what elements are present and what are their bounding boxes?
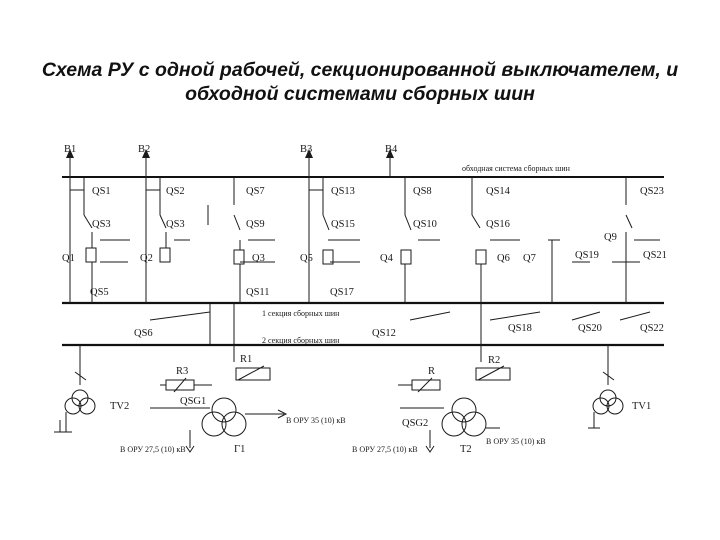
label-qs5: QS5 xyxy=(90,287,109,298)
reactor-r3: R3 xyxy=(160,366,212,393)
label-q5: Q5 xyxy=(300,253,313,264)
label-qs12: QS12 xyxy=(372,328,396,339)
diagram-title: Схема РУ с одной рабочей, секционированн… xyxy=(0,58,720,106)
label-qs14: QS14 xyxy=(486,186,511,197)
label-qs7: QS7 xyxy=(246,186,265,197)
label-tv2: TV2 xyxy=(110,401,129,412)
label-qs9: QS9 xyxy=(246,219,265,230)
label-r1: R1 xyxy=(240,354,252,365)
label-q6: Q6 xyxy=(497,253,510,264)
label-r2: R2 xyxy=(488,355,500,366)
label-q9: Q9 xyxy=(604,232,617,243)
label-qs18: QS18 xyxy=(508,323,532,334)
reactor-r: R xyxy=(398,366,441,393)
label-tv1: TV1 xyxy=(632,401,651,412)
label-t2: Т2 xyxy=(460,444,472,455)
label-qs6: QS6 xyxy=(134,328,153,339)
label-qs17: QS17 xyxy=(330,287,354,298)
label-r3: R3 xyxy=(176,366,188,377)
label-qs3a: QS3 xyxy=(92,219,111,230)
label-q1: Q1 xyxy=(62,253,75,264)
bus-couplers xyxy=(149,303,651,345)
label-qs8: QS8 xyxy=(413,186,432,197)
output-oru35-1: В ОРУ 35 (10) кВ xyxy=(286,416,346,425)
label-qs2: QS2 xyxy=(166,186,185,197)
line-b4: В4 xyxy=(385,144,398,177)
output-oru35-2: В ОРУ 35 (10) кВ xyxy=(486,437,546,446)
bypass-bus-label: обходная система сборных шин xyxy=(462,164,571,173)
label-r: R xyxy=(428,366,435,377)
voltage-transformer-tv1: TV1 xyxy=(588,345,651,429)
bay-g1 xyxy=(233,177,275,345)
label-qs15: QS15 xyxy=(331,219,355,230)
bay-b1 xyxy=(70,177,130,303)
label-qs13: QS13 xyxy=(331,186,355,197)
generator-g1: R1 В ОРУ 35 (10) кВ QSG1 В ОРУ 27,5 (10)… xyxy=(120,345,346,455)
label-qs21: QS21 xyxy=(643,250,667,261)
bay-bypass xyxy=(612,177,660,303)
label-qs10: QS10 xyxy=(413,219,437,230)
bay-b4 xyxy=(390,176,440,303)
line-b1: В1 xyxy=(64,144,76,303)
line-b2-label: В2 xyxy=(138,144,150,155)
output-oru275-1: В ОРУ 27,5 (10) кВ xyxy=(120,445,186,454)
voltage-transformer-tv2: TV2 xyxy=(60,345,129,433)
bay-b2 xyxy=(146,177,209,263)
line-b3: В3 xyxy=(300,144,313,303)
bay-sectional xyxy=(548,239,590,303)
label-q7: Q7 xyxy=(523,253,536,264)
line-b4-label: В4 xyxy=(385,144,398,155)
output-oru275-2: В ОРУ 27,5 (10) кВ xyxy=(352,445,418,454)
bus-section-1-label: 1 секция сборных шин xyxy=(262,309,340,318)
bay-t2 xyxy=(471,177,520,345)
transformer-t2: R2 В ОРУ 35 (10) кВ QSG2 В ОРУ 27,5 (10)… xyxy=(352,345,546,455)
label-qs23: QS23 xyxy=(640,186,664,197)
line-b2: В2 xyxy=(138,144,150,303)
label-qsg1: QSG1 xyxy=(180,396,206,407)
title-line-1: Схема РУ с одной рабочей, секционированн… xyxy=(41,59,679,81)
label-qs19: QS19 xyxy=(575,250,599,261)
label-qs16: QS16 xyxy=(486,219,510,230)
label-qs22: QS22 xyxy=(640,323,664,334)
label-q4: Q4 xyxy=(380,253,394,264)
ground-symbol xyxy=(54,420,66,433)
label-qs11: QS11 xyxy=(246,287,270,298)
switch-labels: QS1 QS2 QS7 QS13 QS8 QS14 QS23 QS3 QS3 Q… xyxy=(62,186,667,339)
label-qs3b: QS3 xyxy=(166,219,185,230)
title-line-2: обходной системами сборных шин xyxy=(185,83,535,105)
bus-section-2-label: 2 секция сборных шин xyxy=(262,336,340,345)
line-b1-label: В1 xyxy=(64,144,76,155)
label-qsg2: QSG2 xyxy=(402,418,428,429)
bay-b3 xyxy=(309,177,360,265)
label-qs20: QS20 xyxy=(578,323,602,334)
label-q2: Q2 xyxy=(140,253,153,264)
label-g1: Г1 xyxy=(234,444,245,455)
line-b3-label: В3 xyxy=(300,144,312,155)
label-qs1: QS1 xyxy=(92,186,111,197)
label-q3: Q3 xyxy=(252,253,265,264)
